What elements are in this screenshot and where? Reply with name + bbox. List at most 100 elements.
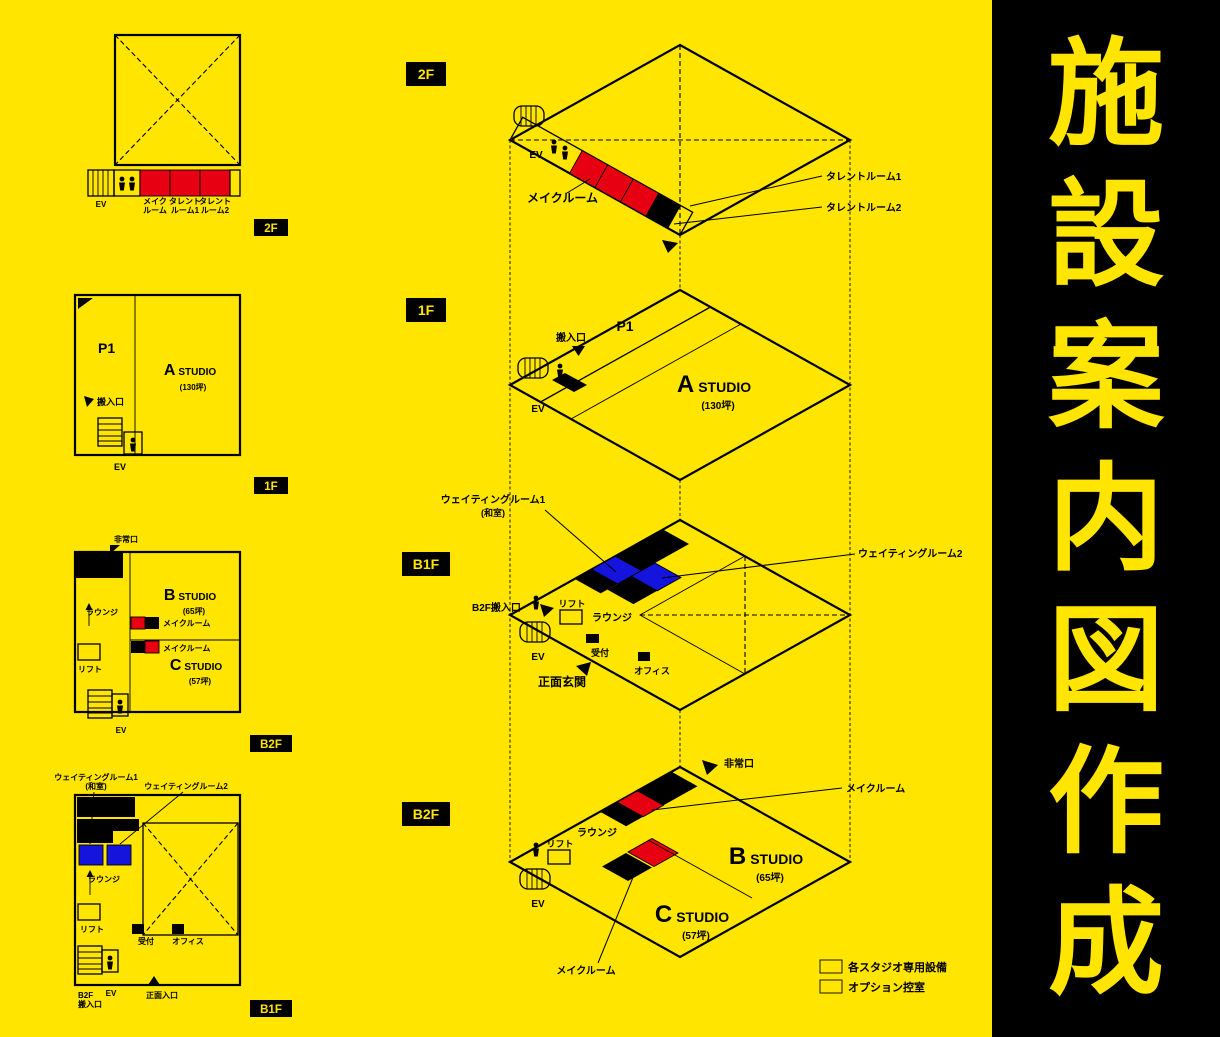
iso-b2f-makeup-right-label: メイクルーム — [846, 783, 905, 795]
iso-b1f-lounge-label: ラウンジ — [592, 612, 632, 624]
plan-1f-a-studio-area: (130坪) — [180, 382, 207, 392]
svg-text:2F: 2F — [418, 66, 435, 82]
plan-b1f-reception-label: 受付 — [138, 936, 154, 946]
plan-b1f-waiting1-sub: (和室) — [85, 781, 107, 791]
iso-2f-talent1-label: タレントルーム1 — [826, 171, 902, 183]
plan-b2f-makeup2-label: メイクルーム — [163, 643, 210, 653]
plan-2f: EV メイク ルーム タレント ルーム1 タレント ルーム2 2F — [87, 33, 288, 236]
plan-b1f-waiting2-cell — [106, 844, 132, 866]
svg-text:2F: 2F — [264, 223, 277, 235]
plan-b2f-floor-badge — [250, 735, 292, 752]
iso-floor-2f: 2F EV メイクルーム タレントルーム1 タレントルーム2 — [406, 43, 902, 253]
iso-connector-lines — [509, 140, 851, 862]
plan-b1f-waiting2-label: ウェイティングルーム2 — [144, 781, 228, 791]
plan-2f-talent1-label: タレント — [169, 196, 201, 206]
plan-1f-loading-label: 搬入口 — [97, 396, 124, 407]
plan-b1f-waiting1-label: ウェイティングルーム1 — [54, 772, 138, 782]
iso-b1f-office-label: オフィス — [634, 666, 670, 676]
plan-2f-talent2-label: タレント — [199, 196, 231, 206]
title-banner: 施 設 案 内 図 作 成 — [992, 0, 1220, 1037]
iso-b1f-waiting1-label: ウェイティングルーム1 — [441, 493, 546, 506]
iso-b2f-makeup-bottom-label: メイクルーム — [556, 965, 615, 977]
svg-text:1F: 1F — [264, 481, 277, 493]
plan-2f-ev-label: EV — [96, 200, 107, 209]
iso-b1f-ev-label: EV — [531, 652, 545, 663]
banner-char: 設 — [1048, 170, 1164, 301]
plan-1f-p1-label: P1 — [98, 340, 115, 356]
banner-char: 図 — [1048, 595, 1164, 726]
plan-b2f-makeup1-cell — [130, 616, 146, 630]
plan-b1f: ウェイティングルーム1 (和室) ウェイティングルーム2 ラウンジ リフト 受付… — [54, 772, 292, 1017]
plan-b2f-c-studio-area: (57坪) — [189, 676, 212, 686]
plan-b1f-office-label: オフィス — [172, 937, 204, 946]
banner-char: 内 — [1048, 453, 1164, 584]
plan-b2f-b-studio-area: (65坪) — [183, 606, 206, 616]
iso-2f-floor-badge — [406, 62, 446, 86]
iso-b2f-emergency-exit-label: 非常口 — [724, 757, 754, 770]
banner-char: 案 — [1048, 311, 1164, 442]
banner-char: 成 — [1048, 878, 1164, 1009]
iso-b2f-lounge-label: ラウンジ — [577, 827, 617, 839]
iso-1f-floor-badge — [406, 298, 446, 322]
plan-2f-floor-badge — [254, 219, 288, 236]
legend-studio-equipment-swatch — [819, 959, 843, 974]
legend-studio-equipment-label: 各スタジオ専用設備 — [847, 960, 947, 974]
iso-2f-talent2-label: タレントルーム2 — [826, 202, 902, 214]
plan-2f-makeup-room-cell — [139, 169, 171, 197]
person-icon — [119, 176, 125, 191]
iso-b2f-b-studio-area: (65坪) — [756, 871, 784, 884]
plan-b1f-main-entrance-label: 正面入口 — [146, 991, 178, 1000]
plan-b2f-emergency-exit-label: 非常口 — [114, 534, 138, 544]
svg-text:ルーム: ルーム — [143, 206, 167, 215]
iso-b2f-lift-label: リフト — [546, 839, 573, 849]
plan-2f-talent1-cell — [169, 169, 201, 197]
plan-b1f-lounge-label: ラウンジ — [88, 875, 120, 884]
stairs-icon — [517, 357, 549, 379]
iso-2f-ev-label: EV — [529, 150, 543, 161]
plan-1f-ev-label: EV — [114, 462, 126, 472]
iso-b1f-waiting1-sub: (和室) — [481, 507, 505, 518]
stairs-icon — [87, 689, 113, 719]
iso-floor-b1f: B1F ウェイティングルーム1 (和室) ウェイティングルーム2 ラウンジ リフ… — [402, 493, 963, 712]
person-icon — [533, 595, 539, 610]
iso-1f-ev-label: EV — [531, 404, 545, 415]
banner-char: 施 — [1048, 28, 1164, 159]
stairs-icon — [97, 417, 123, 447]
iso-b1f-b2f-loading-label: B2F搬入口 — [472, 601, 521, 614]
svg-text:ルーム1: ルーム1 — [171, 206, 200, 215]
iso-b1f-main-entrance-label: 正面玄関 — [538, 674, 586, 689]
iso-1f-p1-label: P1 — [616, 318, 633, 334]
iso-b2f-makeup2-cell — [627, 837, 679, 868]
iso-1f-loading-label: 搬入口 — [556, 331, 586, 344]
legend-option-room-label: オプション控室 — [848, 980, 925, 994]
person-icon — [130, 437, 136, 452]
plan-b2f-ev-label: EV — [116, 726, 127, 735]
iso-2f-makeup-label: メイクルーム — [527, 191, 598, 205]
legend: 各スタジオ専用設備 オプション控室 — [819, 959, 947, 994]
plan-b1f-waiting1-cell — [78, 844, 104, 866]
svg-text:B1F: B1F — [260, 1004, 282, 1016]
iso-b2f-ev-label: EV — [531, 899, 545, 910]
iso-b2f-floor-badge — [402, 802, 450, 826]
person-icon — [562, 145, 568, 160]
plan-b2f-makeup2-cell — [144, 640, 160, 654]
svg-text:B2F: B2F — [413, 806, 440, 822]
stairs-icon — [77, 945, 103, 975]
plan-2f-talent2-cell — [199, 169, 231, 197]
iso-b1f-lift-label: リフト — [558, 599, 585, 609]
svg-text:1F: 1F — [418, 302, 435, 318]
plan-2f-makeup-label: メイク — [143, 196, 167, 206]
svg-text:搬入口: 搬入口 — [78, 999, 102, 1009]
plan-1f-floor-badge — [254, 477, 288, 494]
plan-b2f-lounge-label: ラウンジ — [86, 608, 118, 617]
